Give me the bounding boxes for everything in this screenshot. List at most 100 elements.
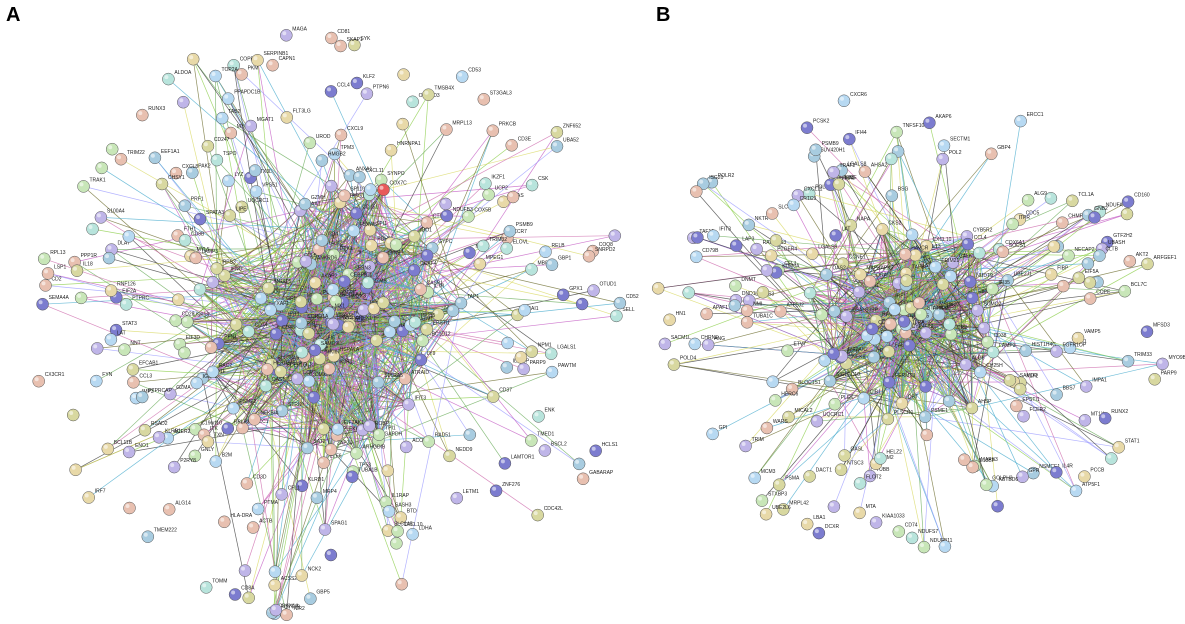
node[interactable] [317, 422, 330, 436]
node[interactable] [299, 255, 313, 268]
node[interactable]: CEBPB [338, 273, 368, 288]
node[interactable] [518, 303, 531, 317]
node[interactable]: TMED1 [525, 432, 554, 447]
node[interactable]: TNFSF10 [890, 123, 925, 139]
node[interactable]: HIST1H4C [1019, 342, 1057, 358]
node[interactable] [905, 228, 919, 241]
node[interactable] [363, 419, 376, 433]
node[interactable]: LAMTOR1 [498, 454, 535, 470]
node[interactable]: ENO1 [122, 443, 149, 459]
node[interactable]: ACSS2 [268, 576, 298, 592]
node[interactable]: OAS1 [259, 377, 286, 393]
node[interactable]: TRIM21 [929, 258, 959, 274]
node[interactable]: AHSP [965, 399, 992, 415]
node[interactable]: CXCL9 [334, 126, 363, 142]
node[interactable]: HSPA1A [327, 347, 360, 363]
node[interactable]: UQCRC1 [235, 198, 269, 214]
node[interactable]: ITPR [1006, 215, 1031, 231]
node[interactable]: AKAP2 [308, 274, 338, 289]
node[interactable] [446, 304, 460, 318]
node[interactable] [122, 230, 136, 243]
node[interactable] [66, 408, 80, 422]
node[interactable]: CD8B [178, 231, 205, 247]
node[interactable]: TSPO [210, 151, 237, 167]
node[interactable]: NDUFS7 [905, 529, 938, 545]
node[interactable]: LAP3 [729, 237, 755, 252]
node[interactable]: ALG14 [162, 500, 191, 516]
node[interactable]: ANG [701, 336, 725, 352]
node[interactable]: SPATA3 [193, 210, 224, 226]
node[interactable]: RPS3 [210, 260, 236, 275]
node[interactable]: TRAF2 [827, 163, 856, 179]
node[interactable] [324, 179, 338, 193]
node[interactable]: FERMT3 [882, 373, 915, 389]
node[interactable] [186, 52, 200, 66]
node[interactable]: MRP4 [310, 489, 337, 505]
node[interactable]: MYC [224, 124, 249, 140]
node[interactable]: GRB2 [273, 296, 300, 312]
node[interactable]: MGAT1 [244, 117, 274, 133]
node[interactable]: ISG15 [408, 313, 435, 329]
node[interactable]: CHSY1 [155, 175, 185, 191]
node[interactable]: ETV7 [781, 342, 807, 357]
node[interactable]: RPLP1 [221, 420, 250, 435]
node[interactable]: KDM6A [769, 264, 800, 279]
node[interactable]: FBXO6 [966, 289, 995, 305]
node[interactable] [248, 164, 262, 177]
node[interactable]: ERCC1 [1014, 112, 1044, 128]
node[interactable]: STRN [275, 402, 302, 418]
node[interactable]: RNF126 [104, 282, 136, 297]
node[interactable]: PKM [235, 65, 259, 81]
node[interactable]: ELF6 [317, 454, 342, 469]
node[interactable]: SYNPO [374, 171, 405, 187]
node[interactable]: LYZ [222, 172, 244, 188]
node[interactable]: GPI [706, 425, 728, 441]
node[interactable] [690, 185, 703, 198]
node[interactable]: TRIM22 [114, 150, 145, 166]
node[interactable]: GPX1 [556, 286, 583, 302]
node[interactable]: CD81 [325, 29, 350, 45]
node[interactable]: FIBP [1044, 265, 1069, 281]
node[interactable]: XAF1 [264, 301, 290, 317]
node[interactable]: SAMD9L [308, 341, 341, 357]
node[interactable]: FGFR1OP [1050, 342, 1087, 358]
node[interactable] [439, 197, 452, 211]
node[interactable] [919, 326, 933, 340]
node[interactable] [942, 394, 956, 408]
node[interactable]: COX7C [377, 181, 408, 196]
node[interactable]: CCL4 [961, 235, 987, 251]
node[interactable]: WARS [760, 419, 788, 435]
node[interactable] [95, 161, 108, 175]
node[interactable] [1083, 276, 1097, 289]
node[interactable]: NAPA [844, 216, 871, 232]
node[interactable]: CRTC3 [787, 196, 817, 212]
node[interactable]: DTX1 [327, 246, 353, 262]
node[interactable]: LAT [104, 331, 126, 346]
node[interactable]: TCL1A [1066, 192, 1095, 208]
node[interactable]: GBP4 [985, 145, 1011, 161]
node[interactable]: PSMB9 [503, 222, 533, 238]
node[interactable]: IDO1 [408, 227, 432, 243]
node[interactable]: PRF1 [178, 197, 204, 212]
node[interactable]: CAPN1 [266, 56, 296, 72]
node[interactable]: FAU [882, 343, 905, 358]
node[interactable] [938, 540, 952, 553]
node[interactable] [74, 291, 88, 305]
node[interactable]: DBT [895, 394, 918, 410]
node[interactable]: ATP5J2 [774, 302, 805, 318]
node[interactable]: CASP1 [414, 280, 444, 296]
node[interactable]: ST3GAL3 [477, 90, 512, 106]
node[interactable] [936, 278, 950, 291]
node[interactable]: FTL [302, 325, 324, 340]
node[interactable]: ATP5F1 [1069, 482, 1100, 498]
node[interactable] [105, 142, 119, 156]
node[interactable]: TPM3 [328, 145, 355, 161]
node[interactable]: MT1X [1078, 411, 1105, 427]
node[interactable]: CIB1 [857, 389, 881, 405]
node[interactable] [389, 238, 403, 251]
node[interactable]: CD74 [242, 323, 268, 338]
node[interactable] [608, 229, 622, 242]
node[interactable]: B2M [209, 453, 232, 468]
node[interactable]: CHMP6 [1056, 214, 1086, 229]
node[interactable]: FLOT2 [853, 474, 882, 490]
